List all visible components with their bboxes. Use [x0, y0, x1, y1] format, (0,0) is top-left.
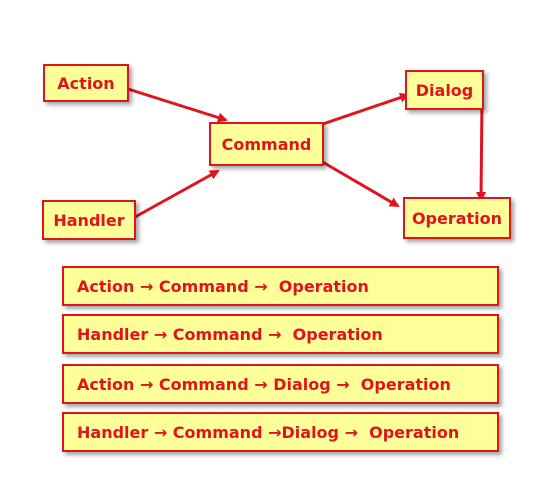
path-row-1: Action → Command → Operation [62, 266, 499, 306]
node-action: Action [43, 64, 129, 102]
arrow-command-to-operation [313, 155, 400, 208]
arrow-command-to-dialog [313, 92, 410, 129]
node-operation: Operation [403, 197, 511, 239]
arrow-dialog-to-operation [476, 97, 487, 202]
node-dialog: Dialog [405, 70, 484, 110]
arrow-handler-to-command [134, 169, 220, 219]
node-handler: Handler [42, 200, 136, 240]
path-row-2: Handler → Command → Operation [62, 314, 499, 354]
arrow-action-to-command [127, 87, 228, 123]
node-command: Command [209, 122, 324, 166]
path-row-3: Action → Command → Dialog → Operation [62, 364, 499, 404]
path-row-4: Handler → Command →Dialog → Operation [62, 412, 499, 452]
